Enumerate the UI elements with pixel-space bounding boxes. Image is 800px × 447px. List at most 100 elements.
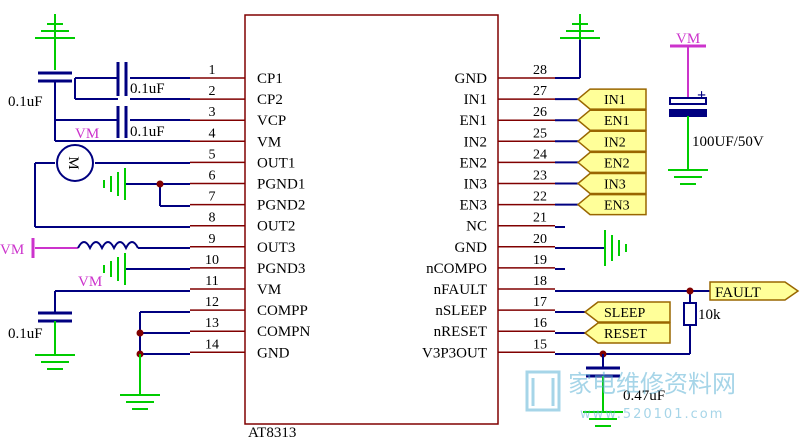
pin-number: 24 — [533, 147, 547, 162]
pin-label: IN2 — [464, 134, 487, 150]
pin-number: 4 — [209, 126, 216, 141]
chip-name: AT8313 — [248, 425, 296, 441]
fault-wiring — [555, 290, 710, 355]
v3p3-cap-value: 0.47uF — [623, 388, 665, 404]
cap-left-bottom-value: 0.1uF — [8, 326, 43, 342]
pin-number: 1 — [209, 63, 216, 78]
input-flag: IN2 — [555, 130, 647, 153]
pin-number: 20 — [533, 232, 547, 247]
pin-label: PGND1 — [257, 177, 305, 193]
pin-label: OUT2 — [257, 219, 295, 235]
ground-icon — [35, 14, 75, 45]
pin-number: 6 — [209, 169, 216, 184]
fault-flag-label: FAULT — [715, 285, 761, 301]
pin-label: EN1 — [460, 113, 488, 129]
pin-number: 9 — [209, 232, 216, 247]
pin-label: VM — [257, 134, 281, 150]
flag-shape — [576, 130, 647, 153]
pin-label: OUT1 — [257, 155, 295, 171]
pin-label: PGND3 — [257, 261, 305, 277]
input-flag-label: IN3 — [604, 178, 626, 193]
vm-label-vcp: VM — [75, 126, 99, 142]
pin-number: 15 — [533, 337, 547, 352]
vm-cap-wiring — [38, 290, 190, 355]
flag-shape — [576, 193, 647, 216]
pin-number: 13 — [205, 316, 219, 331]
flag-shape — [576, 88, 647, 110]
watermark-text: 家电维修资料网 — [568, 370, 736, 398]
vm-label-out3: VM — [0, 242, 24, 258]
input-flag-label: IN1 — [604, 93, 626, 108]
pin-number: 5 — [209, 147, 216, 162]
vm-label-bulk: VM — [676, 31, 700, 47]
ground-icon — [560, 14, 600, 40]
pin-number: 2 — [209, 84, 216, 99]
motor-wiring — [34, 162, 190, 228]
sleep-flag: SLEEP — [555, 301, 671, 323]
pin-label: V3P3OUT — [422, 345, 487, 361]
pin-number: 14 — [205, 337, 219, 352]
ground-icon — [103, 168, 126, 200]
junction-dot — [136, 329, 144, 337]
resistor — [683, 302, 697, 326]
input-flag-label: EN2 — [604, 156, 630, 171]
pin-label: VM — [257, 282, 281, 298]
pin-number: 8 — [209, 211, 216, 226]
resistor-value: 10k — [698, 307, 721, 323]
flag-shape — [576, 172, 647, 195]
cp-cap-value: 0.1uF — [130, 81, 165, 97]
motor-label: M — [65, 156, 81, 169]
pin-number: 25 — [533, 126, 547, 141]
pin-label: GND — [257, 345, 290, 361]
ground-icon — [35, 354, 75, 370]
watermark: 家电维修资料网 www.520101.com — [525, 370, 736, 422]
pin-number: 3 — [209, 105, 216, 120]
pin-number: 21 — [533, 211, 547, 226]
bulk-cap-value: 100UF/50V — [692, 134, 764, 150]
comp-wiring — [139, 311, 190, 355]
pin-label: CP2 — [257, 92, 283, 108]
pin-number: 16 — [533, 316, 547, 331]
input-flag: EN3 — [555, 193, 647, 216]
left-pin: 4VM — [190, 126, 281, 150]
ground-icon — [668, 169, 708, 185]
pin-label: CP1 — [257, 71, 283, 87]
pin-label: nSLEEP — [435, 303, 487, 319]
input-flag-label: EN3 — [604, 199, 630, 214]
pin-label: EN3 — [460, 198, 488, 214]
input-flag: IN1 — [555, 88, 647, 110]
pgnd-wiring — [125, 183, 190, 207]
pin-label: COMPP — [257, 303, 308, 319]
vm-label-pgnd3: VM — [78, 274, 102, 290]
pin-label: NC — [466, 219, 487, 235]
pin-number: 11 — [205, 274, 218, 289]
pin-label: OUT3 — [257, 240, 295, 256]
pin-number: 26 — [533, 105, 547, 120]
pin-label: GND — [455, 240, 488, 256]
flag-shape — [576, 109, 647, 131]
plus-icon: + — [697, 87, 706, 104]
watermark-logo-icon — [525, 370, 561, 412]
out3-wiring — [31, 238, 190, 258]
